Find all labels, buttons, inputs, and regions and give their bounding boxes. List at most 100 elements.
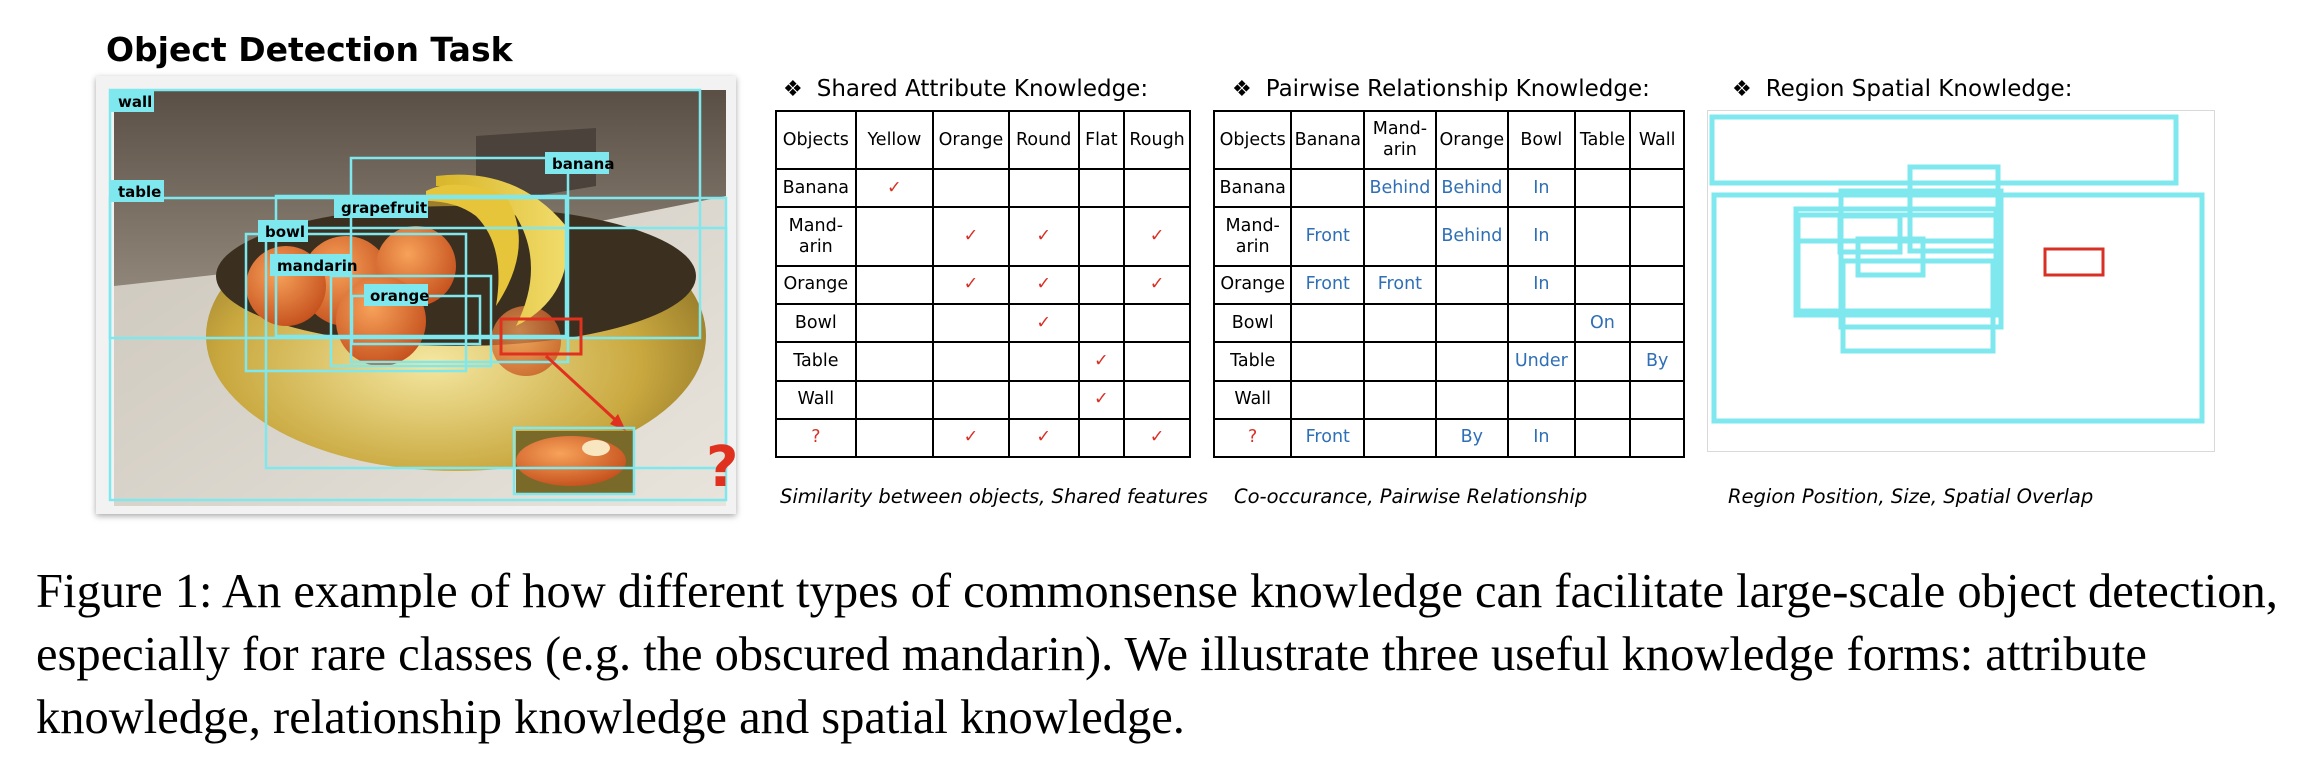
table-cell [1123, 341, 1191, 382]
table-cell: ✓ [1007, 302, 1080, 344]
table-cell: ✓ [1123, 417, 1191, 459]
table-cell [1077, 417, 1126, 459]
table-cell [1290, 302, 1366, 344]
column-header: Round [1007, 110, 1080, 170]
region-mandarin-box [1837, 213, 1903, 255]
row-object-label: Mand- arin [1212, 206, 1293, 267]
spatial-heading: ❖ Region Spatial Knowledge: [1732, 76, 2072, 102]
bullet-icon: ❖ [783, 77, 803, 102]
table-cell: Under [1507, 341, 1576, 382]
table-cell: ✓ [1077, 379, 1126, 420]
column-header: Wall [1629, 110, 1685, 170]
row-object-label: Banana [775, 167, 857, 209]
attribute-heading-text: Shared Attribute Knowledge: [816, 76, 1149, 102]
table-cell [1290, 167, 1366, 209]
label-orange: orange [370, 287, 429, 305]
table-cell [1573, 167, 1632, 209]
table-cell [1363, 341, 1437, 382]
table-cell: ✓ [932, 417, 1010, 459]
table-cell [854, 341, 935, 382]
table-cell [1007, 341, 1080, 382]
table-cell [1434, 379, 1510, 420]
spatial-heading-text: Region Spatial Knowledge: [1765, 76, 2073, 102]
region-wall [1709, 114, 2179, 186]
row-object-label: Mand- arin [775, 206, 857, 267]
column-header: Banana [1290, 110, 1366, 170]
table-row: Orange✓✓✓ [775, 264, 1191, 306]
table-cell [1290, 379, 1366, 420]
relationship-caption: Co-occurance, Pairwise Relationship [1234, 485, 1588, 508]
column-header: Rough [1123, 110, 1191, 170]
query-region [2043, 247, 2105, 277]
table-cell [1077, 302, 1126, 344]
question-mark: ? [706, 435, 736, 500]
row-object-label: Wall [775, 379, 857, 420]
table-cell: In [1507, 206, 1576, 267]
figure-caption: Figure 1: An example of how different ty… [36, 565, 2278, 744]
spatial-caption: Region Position, Size, Spatial Overlap [1728, 485, 2094, 508]
column-header: Orange [932, 110, 1010, 170]
row-object-label: Table [1212, 341, 1293, 382]
column-header: Objects [1212, 110, 1293, 170]
table-cell [1573, 417, 1632, 459]
column-header: Yellow [854, 110, 935, 170]
table-cell: On [1573, 302, 1632, 344]
table-cell [1007, 167, 1080, 209]
column-header: Flat [1077, 110, 1126, 170]
bullet-icon: ❖ [1232, 77, 1252, 102]
label-grapefruit: grapefruit [341, 199, 427, 217]
table-cell [1123, 167, 1191, 209]
table-cell [932, 341, 1010, 382]
relationship-heading: ❖Pairwise Relationship Knowledge: [1232, 76, 1650, 102]
table-cell [1077, 167, 1126, 209]
label-table: table [118, 183, 161, 201]
table-cell [1363, 206, 1437, 267]
row-object-label: Bowl [775, 302, 857, 344]
column-header: Mand- arin [1363, 110, 1437, 170]
table-cell [1007, 379, 1080, 420]
table-cell [1290, 341, 1366, 382]
table-cell [1573, 264, 1632, 306]
table-cell: Front [1363, 264, 1437, 306]
row-object-label: ? [775, 417, 857, 459]
region-orange [1855, 236, 1926, 278]
table-cell [1573, 341, 1632, 382]
table-cell [854, 206, 935, 267]
table-cell [1629, 264, 1685, 306]
table-cell: ✓ [932, 264, 1010, 306]
table-cell: Front [1290, 206, 1366, 267]
table-cell [1629, 417, 1685, 459]
spatial-diagram [1707, 110, 2215, 452]
attribute-caption: Similarity between objects, Shared featu… [780, 485, 1208, 508]
table-cell [854, 302, 935, 344]
table-cell [1123, 302, 1191, 344]
label-banana: banana [552, 155, 614, 173]
table-cell [1629, 167, 1685, 209]
table-cell [1573, 206, 1632, 267]
table-cell: ✓ [932, 206, 1010, 267]
row-object-label: Wall [1212, 379, 1293, 420]
table-cell: ✓ [1077, 341, 1126, 382]
table-cell [854, 379, 935, 420]
label-mandarin: mandarin [277, 257, 358, 275]
attribute-heading: ❖ Shared Attribute Knowledge: [783, 76, 1148, 102]
table-cell [1363, 379, 1437, 420]
region-inner [1840, 258, 1996, 354]
bullet-icon: ❖ [1732, 77, 1752, 102]
row-object-label: Bowl [1212, 302, 1293, 344]
photo-illustration: wall banana table grapefruit bowl mandar… [108, 88, 736, 506]
table-row: Bowl On [1212, 302, 1685, 344]
row-object-label: Banana [1212, 167, 1293, 209]
table-cell: Front [1290, 417, 1366, 459]
table-cell: ✓ [854, 167, 935, 209]
table-cell: In [1507, 167, 1576, 209]
table-row: Table✓ [775, 341, 1191, 382]
detection-photo: wall banana table grapefruit bowl mandar… [96, 76, 736, 514]
column-header: Orange [1434, 110, 1510, 170]
